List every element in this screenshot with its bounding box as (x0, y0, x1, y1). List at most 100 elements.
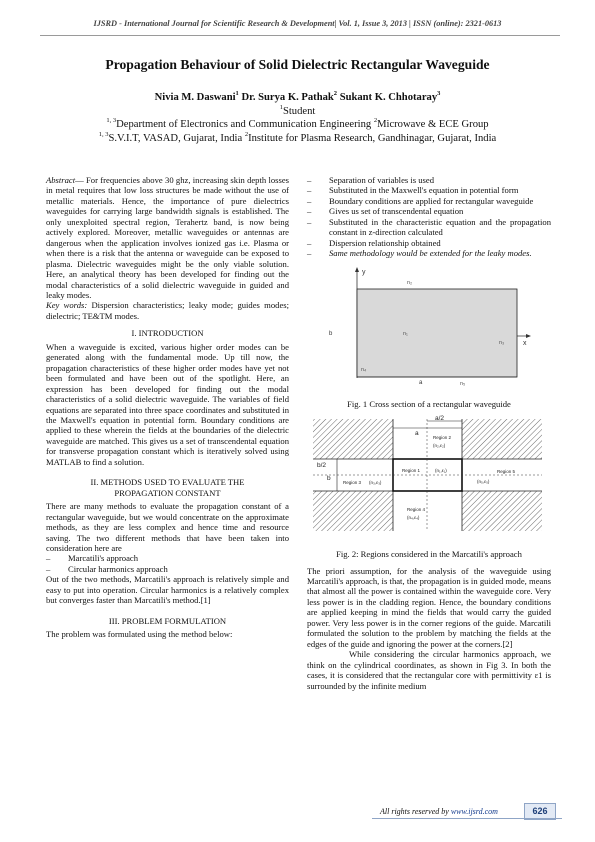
step-item-text: Same methodology would be extended for t… (329, 248, 532, 259)
author-2-sup: 2 (333, 90, 338, 97)
label-y: y (362, 269, 366, 276)
x-axis-arrow (526, 333, 531, 338)
region-2-index: (n₂,ε₂) (433, 443, 446, 448)
corner-hatch-top-right (462, 419, 542, 460)
step-item: –Separation of variables is used (307, 175, 435, 185)
section-1-heading: I. Introduction (131, 328, 204, 339)
footer-rule (372, 818, 562, 819)
author-2: Dr. Surya K. Pathak (241, 92, 334, 103)
keywords: Key words: Dispersion characteristics; l… (46, 300, 289, 321)
label-n3: n₃ (499, 340, 504, 346)
section-2-heading-line-1: II. Methods used to evaluate the (90, 477, 245, 488)
step-item-text: Boundary conditions are applied for rect… (329, 195, 534, 206)
author-line: Nivia M. Daswani1 Dr. Surya K. Pathak2 S… (0, 90, 595, 103)
label-a-half: a/2 (435, 415, 444, 422)
section-2-heading: II. Methods used to evaluate the propaga… (46, 477, 289, 498)
region-1-label: Region 1 (402, 468, 421, 473)
figure-1-caption: Fig. 1 Cross section of a rectangular wa… (347, 398, 511, 409)
section-2-heading-line-2: propagation constant (114, 487, 221, 498)
author-1-sup: 1 (235, 90, 239, 97)
keywords-label: Key words: (46, 300, 88, 311)
author-1: Nivia M. Daswani (154, 92, 236, 103)
figure-1-cross-section: y x n₂ n₁ n₃ n₄ n₅ a b (329, 266, 531, 387)
label-n5: n₅ (460, 381, 465, 387)
header-rule (40, 35, 560, 36)
y-axis-arrow (355, 266, 359, 272)
aff3-text-1: S.V.I.T, VASAD, Gujarat, India (108, 133, 245, 144)
corner-hatch-top-left (313, 419, 393, 460)
step-item: –Boundary conditions are applied for rec… (307, 195, 534, 206)
label-b: b (329, 331, 333, 337)
aff2-text-1: Department of Electronics and Communicat… (116, 119, 374, 130)
right-paragraph-2: While considering the circular harmonics… (307, 649, 551, 691)
region-5-label: Region 5 (497, 469, 516, 474)
step-item: –Dispersion relationship obtained (307, 237, 441, 248)
abstract-text: — For frequencies above 30 ghz, increasi… (46, 175, 289, 300)
aff2-sup-1: 1, 3 (106, 117, 117, 124)
label-n2: n₂ (407, 280, 412, 286)
page-number: 626 (524, 803, 556, 820)
label-n4: n₄ (361, 367, 367, 373)
aff3-text-2: Institute for Plasma Research, Gandhinag… (248, 133, 497, 144)
region-4-index: (n₄,ε₄) (407, 515, 420, 520)
step-item: –Substituted in the characteristic equat… (307, 216, 551, 238)
label-x: x (523, 340, 527, 347)
step-item-text: Dispersion relationship obtained (329, 237, 441, 248)
keywords-text: Dispersion characteristics; leaky mode; … (46, 300, 289, 321)
affiliation-department: 1, 3Department of Electronics and Commun… (0, 117, 595, 130)
abstract-label: Abstract (46, 175, 76, 185)
footer-link[interactable]: www.ijsrd.com (450, 807, 498, 816)
region-1-index: (n₁,ε₁) (435, 468, 447, 473)
left-column: Abstract— For frequencies above 30 ghz, … (46, 175, 289, 640)
region-2-label: Region 2 (433, 435, 452, 440)
affiliation-student: 1Student (0, 104, 595, 117)
section-1-paragraph: When a waveguide is excited, various hig… (46, 341, 289, 467)
corner-hatch-bottom-right (462, 491, 542, 532)
region-3-label: Region 3 (343, 480, 362, 485)
affiliation-institute: 1, 3S.V.I.T, VASAD, Gujarat, India 2Inst… (0, 131, 595, 144)
section-3-heading: III. Problem formulation (108, 615, 227, 626)
section-3-paragraph: The problem was formulated using the met… (46, 629, 233, 640)
author-3: Sukant K. Chhotaray (339, 92, 438, 103)
aff2-text-2: Microwave & ECE Group (377, 119, 489, 130)
region-3-index: (n₃,ε₃) (369, 480, 382, 485)
step-item-text: Substituted in the Maxwell's equation in… (329, 185, 519, 196)
step-item: –Gives us set of transcendental equation (307, 206, 464, 217)
region-5-index: (n₅,ε₅) (477, 479, 490, 484)
region-4-label: Region 4 (407, 507, 426, 512)
step-item-text: Gives us set of transcendental equation (329, 206, 464, 217)
waveguide-core (356, 288, 518, 378)
step-item-text: Separation of variables is used (329, 175, 435, 185)
author-3-sup: 3 (437, 90, 441, 97)
aff-student-sup: 1 (279, 104, 283, 111)
method-item-text: Marcatili's approach (68, 553, 139, 564)
method-item: –Circular harmonics approach (46, 563, 168, 574)
right-column: –Separation of variables is used –Substi… (307, 175, 551, 691)
step-item: –Same methodology would be extended for … (307, 248, 532, 259)
abstract: Abstract— For frequencies above 30 ghz, … (46, 175, 289, 300)
label-a: a (415, 430, 419, 437)
label-n1: n₁ (403, 331, 408, 337)
figure-2-regions: a a/2 b/2 b Region 1 (n₁,ε₁) Region 2 (n… (313, 415, 542, 532)
paper-title: Propagation Behaviour of Solid Dielectri… (105, 57, 490, 72)
aff3-sup-2: 2 (244, 131, 249, 138)
figure-2-caption: Fig. 2: Regions considered in the Marcat… (336, 549, 522, 560)
aff2-sup-2: 2 (373, 117, 378, 124)
label-b-half: b/2 (317, 462, 326, 469)
right-paragraph-1: The priori assumption, for the analysis … (307, 565, 551, 649)
journal-header: IJSRD - International Journal for Scient… (93, 19, 502, 28)
footer-rights: All rights reserved by www.ijsrd.com (380, 807, 498, 816)
method-item: –Marcatili's approach (46, 553, 139, 564)
step-item: –Substituted in the Maxwell's equation i… (307, 185, 519, 196)
aff-student-text: Student (282, 106, 316, 117)
section-2-paragraph-1: There are many methods to evaluate the p… (46, 501, 289, 553)
step-item-text: Substituted in the characteristic equati… (329, 216, 551, 238)
footer-text: All rights reserved by (380, 807, 451, 816)
label-b: b (327, 475, 331, 482)
aff3-sup-1: 1, 3 (98, 131, 109, 138)
corner-hatch-bottom-left (313, 491, 393, 532)
section-2-paragraph-2: Out of the two methods, Marcatili's appr… (46, 574, 289, 606)
core-region (392, 458, 463, 492)
method-item-text: Circular harmonics approach (68, 563, 168, 574)
label-a: a (419, 380, 423, 386)
